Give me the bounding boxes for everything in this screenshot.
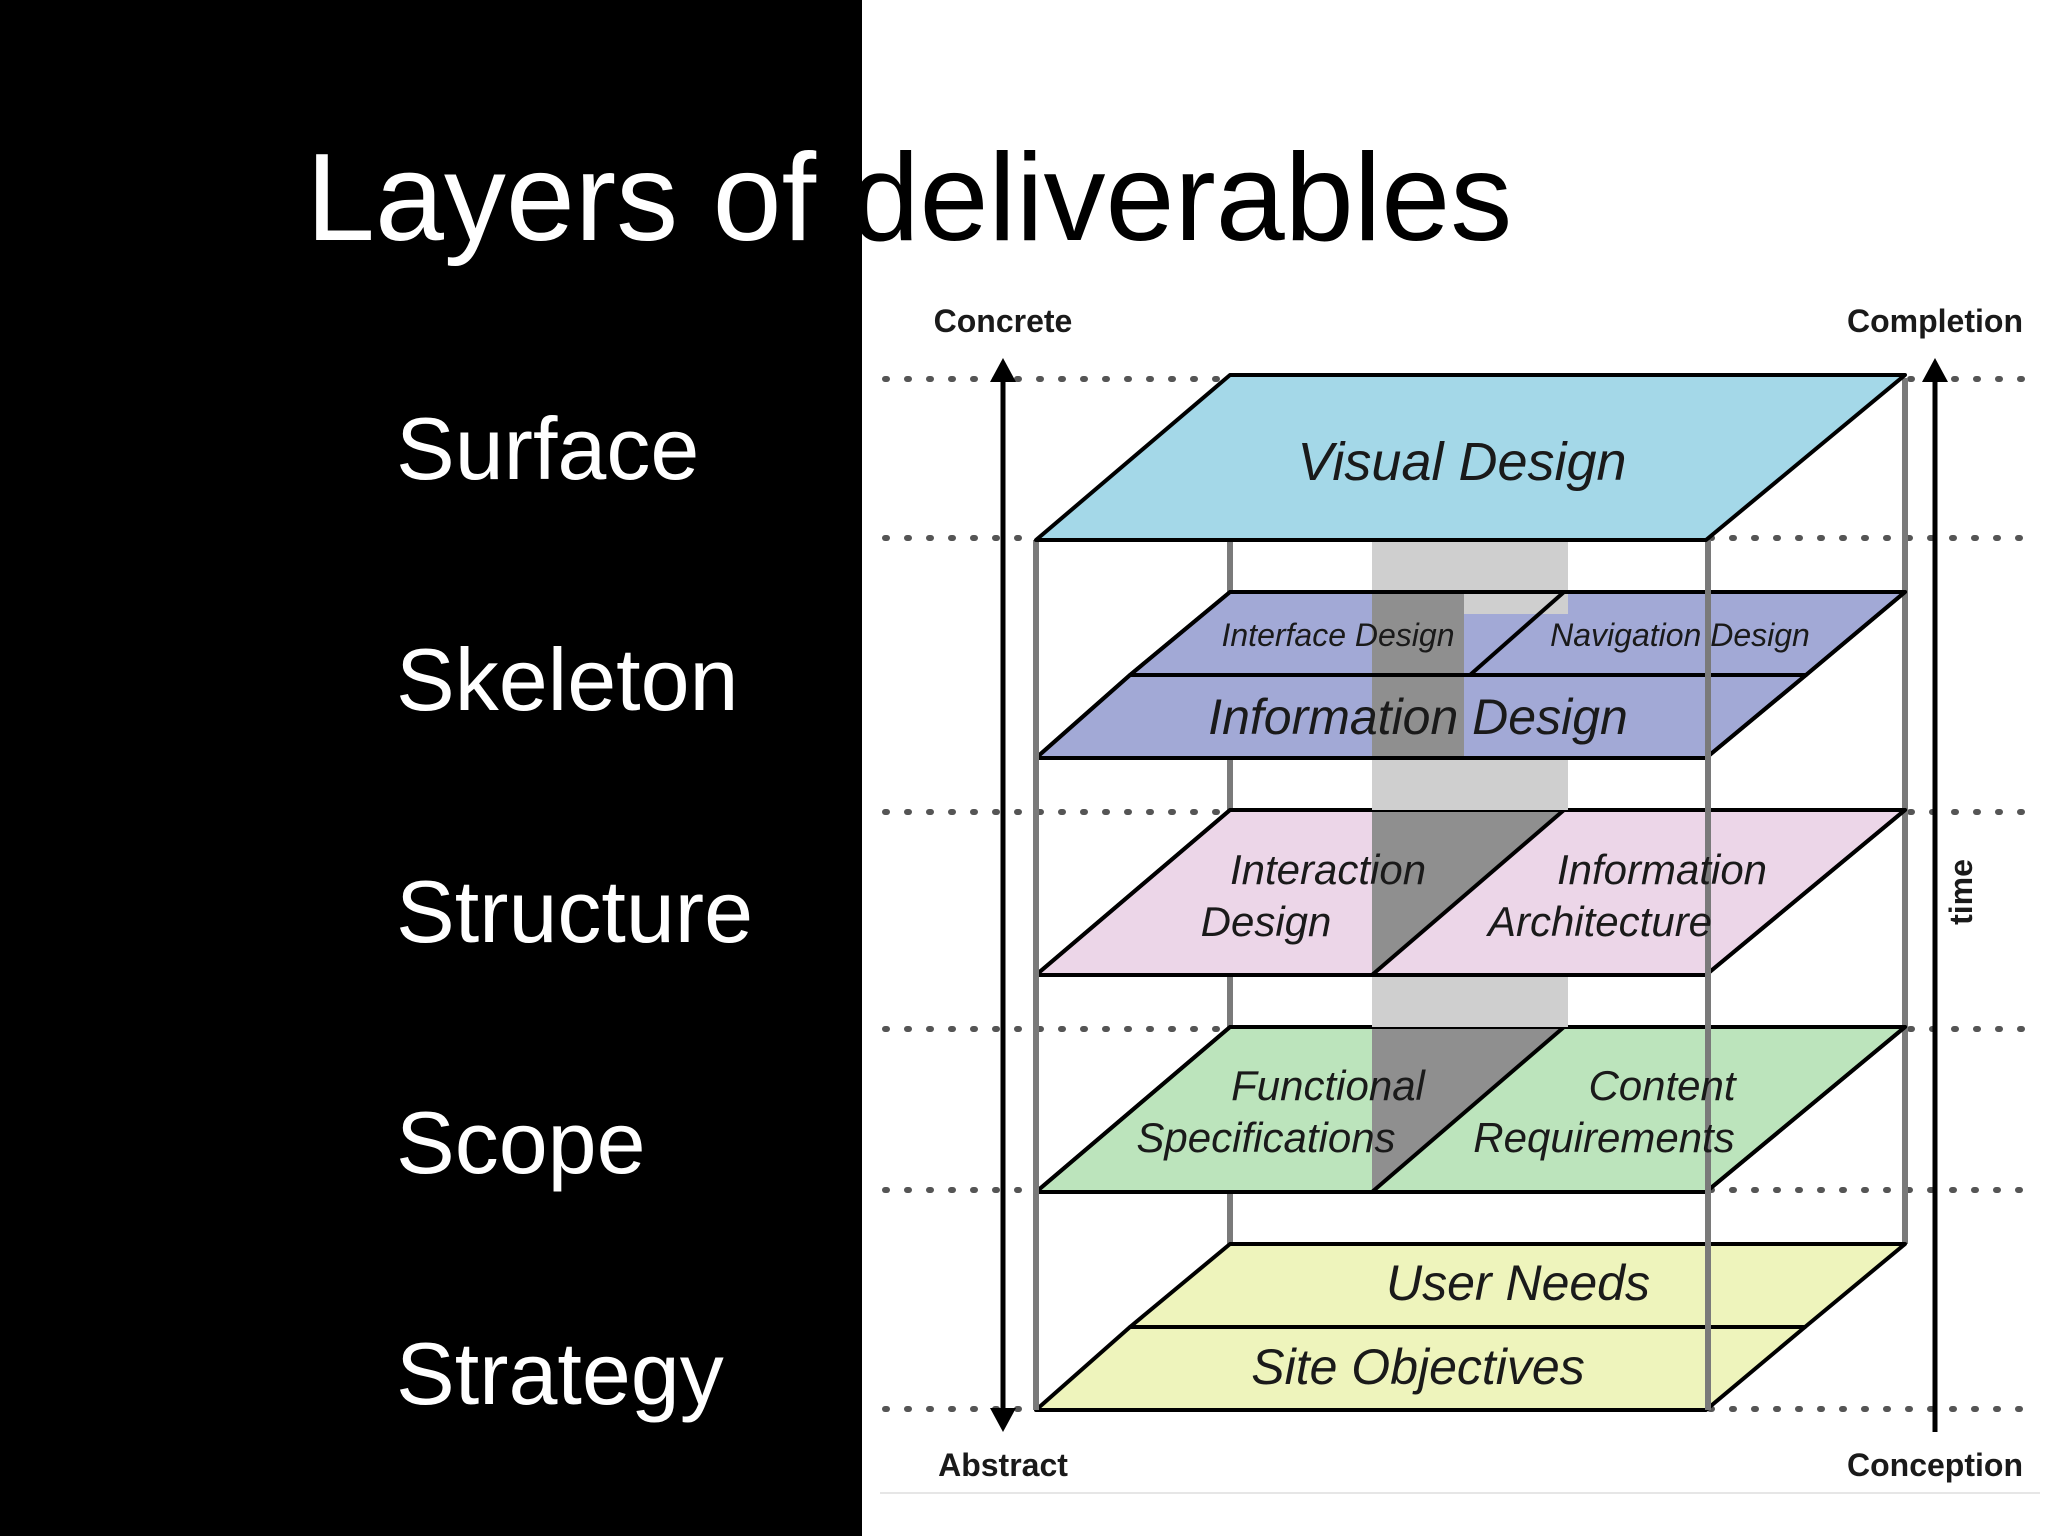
label-concrete: Concrete xyxy=(934,303,1073,339)
label-abstract: Abstract xyxy=(938,1447,1068,1483)
text-interface-design: Interface Design xyxy=(1221,617,1454,653)
concrete-abstract-axis xyxy=(990,358,1016,1432)
label-conception: Conception xyxy=(1847,1447,2023,1483)
title-part-2: deliverables xyxy=(850,129,1513,267)
text-functional-line2: Specifications xyxy=(1136,1114,1395,1161)
text-information-design: Information Design xyxy=(1208,689,1628,745)
label-time: time xyxy=(1943,859,1979,925)
text-information-architecture-line1: Information xyxy=(1557,846,1767,893)
layer-label-scope: Scope xyxy=(396,1093,646,1192)
text-navigation-design: Navigation Design xyxy=(1550,617,1810,653)
text-site-objectives: Site Objectives xyxy=(1251,1339,1584,1395)
skeleton-plane xyxy=(1034,540,1907,810)
structure-plane xyxy=(1034,808,1907,1027)
text-content-line2: Requirements xyxy=(1473,1114,1734,1161)
layer-label-surface: Surface xyxy=(396,399,700,498)
text-functional-line1: Functional xyxy=(1231,1062,1426,1109)
front-edges xyxy=(1033,540,1711,1410)
strategy-plane xyxy=(1034,1242,1907,1412)
label-completion: Completion xyxy=(1847,303,2023,339)
layer-label-structure: Structure xyxy=(396,862,754,961)
text-interaction-line1: Interaction xyxy=(1230,846,1426,893)
scope-plane xyxy=(1034,1010,1907,1194)
layer-label-skeleton: Skeleton xyxy=(396,630,739,729)
time-axis xyxy=(1922,358,1948,1432)
text-user-needs: User Needs xyxy=(1386,1255,1650,1311)
text-content-line1: Content xyxy=(1588,1062,1737,1109)
text-visual-design: Visual Design xyxy=(1297,432,1626,492)
title-part-1: Layers of xyxy=(306,129,851,267)
layer-label-strategy: Strategy xyxy=(396,1324,724,1423)
slide-title: Layers of deliverables xyxy=(306,118,1512,278)
text-interaction-line2: Design xyxy=(1201,898,1332,945)
text-information-architecture-line2: Architecture xyxy=(1485,898,1712,945)
left-panel xyxy=(0,0,862,1536)
surface-plane xyxy=(1034,373,1907,542)
